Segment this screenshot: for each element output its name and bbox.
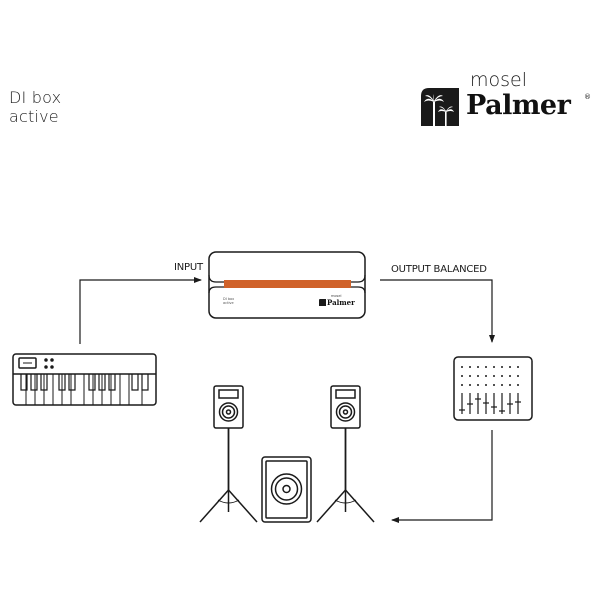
subwoofer-icon [261,456,312,523]
input-connection-line [79,277,202,344]
logo-brand-top: mosel [470,69,527,91]
title-line-2: active [9,107,59,126]
right-speaker-icon [316,385,375,523]
palm-trees-icon [421,88,459,126]
device-panel-line-1: DI box [223,297,235,301]
device-panel-label: DI box active [223,297,234,305]
device-logo-main: Palmer [327,298,355,307]
logo-brand-main: Palmer [466,90,571,121]
speaker-connection-line [391,430,493,523]
device-panel-line-2: active [223,301,234,305]
product-title: DI box active [9,88,61,126]
device-logo-top: mosel [331,294,342,298]
output-balanced-label: OUTPUT BALANCED [391,264,487,275]
keyboard-icon [12,353,157,406]
title-line-1: DI box [9,88,62,107]
output-connection-line [380,279,495,343]
mixer-icon [453,356,533,421]
left-speaker-icon [199,385,258,523]
brand-logo: mosel Palmer ® [420,69,600,132]
di-box-device [208,251,366,319]
input-label: INPUT [174,262,203,273]
registered-mark: ® [584,93,591,101]
device-accent-stripe [224,280,351,288]
device-logo-palm-icon [319,299,326,306]
